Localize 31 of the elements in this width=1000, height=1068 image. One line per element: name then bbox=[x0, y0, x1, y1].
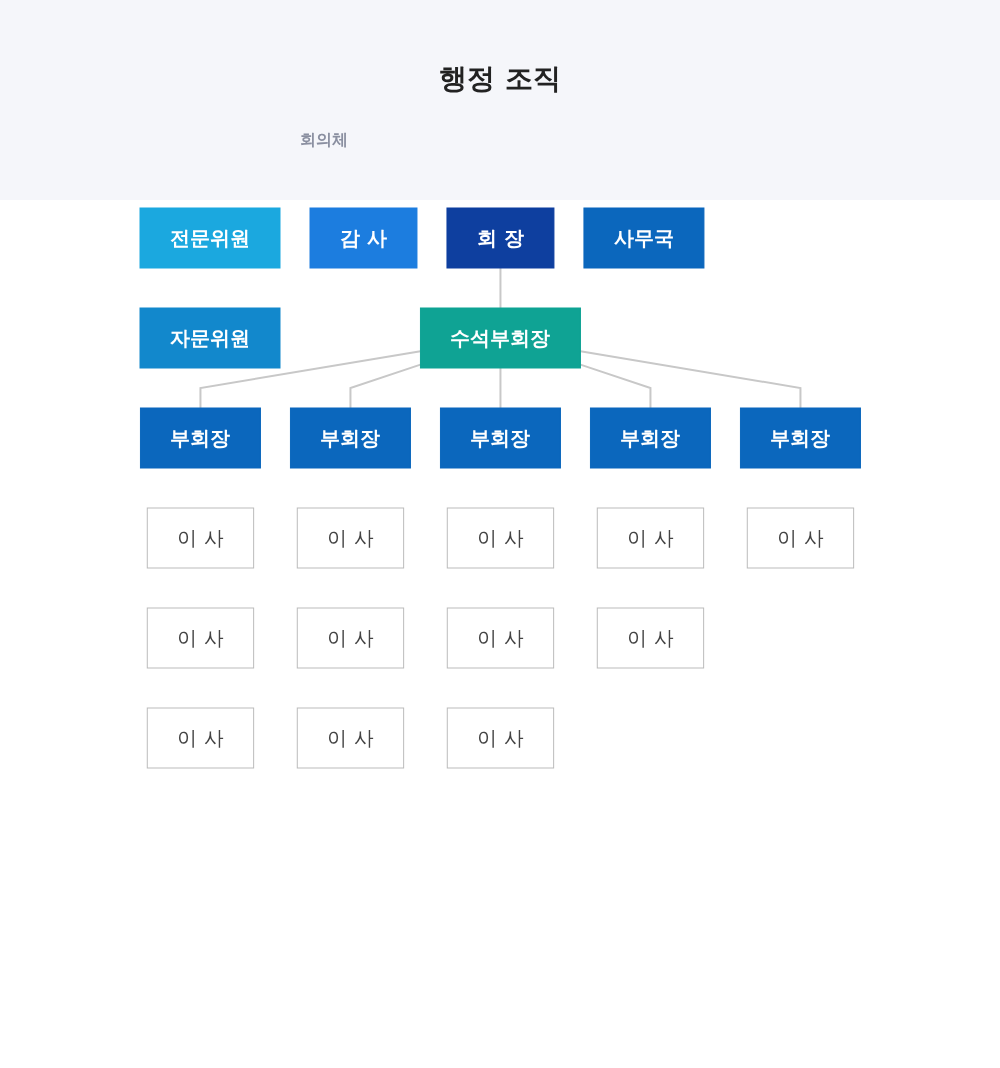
node-box: 이 사 bbox=[296, 507, 404, 569]
node-box: 사무국 bbox=[583, 207, 705, 269]
node-box: 이 사 bbox=[446, 507, 554, 569]
connector bbox=[199, 350, 422, 409]
connector bbox=[579, 363, 652, 409]
node-box: 부회장 bbox=[439, 407, 561, 469]
connector bbox=[349, 363, 422, 409]
node-box: 이 사 bbox=[146, 707, 254, 769]
node-box: 전문위원 bbox=[139, 207, 281, 269]
node-box: 수석부회장 bbox=[419, 307, 581, 369]
node-box: 이 사 bbox=[596, 507, 704, 569]
label-text: 회의체 bbox=[300, 130, 348, 151]
node-box: 부회장 bbox=[289, 407, 411, 469]
connector bbox=[499, 367, 502, 409]
node-box: 자문위원 bbox=[139, 307, 281, 369]
node-box: 부회장 bbox=[139, 407, 261, 469]
node-box: 이 사 bbox=[296, 707, 404, 769]
connector bbox=[499, 267, 502, 309]
node-box: 회 장 bbox=[446, 207, 555, 269]
node-box: 이 사 bbox=[446, 707, 554, 769]
title: 행정 조직 bbox=[438, 61, 562, 97]
node-box: 부회장 bbox=[739, 407, 861, 469]
node-box: 감 사 bbox=[309, 207, 418, 269]
node-box: 이 사 bbox=[446, 607, 554, 669]
node-box: 이 사 bbox=[146, 507, 254, 569]
connector bbox=[579, 350, 802, 409]
node-box: 이 사 bbox=[746, 507, 854, 569]
node-box: 이 사 bbox=[596, 607, 704, 669]
node-box: 부회장 bbox=[589, 407, 711, 469]
node-box: 이 사 bbox=[296, 607, 404, 669]
node-box: 이 사 bbox=[146, 607, 254, 669]
